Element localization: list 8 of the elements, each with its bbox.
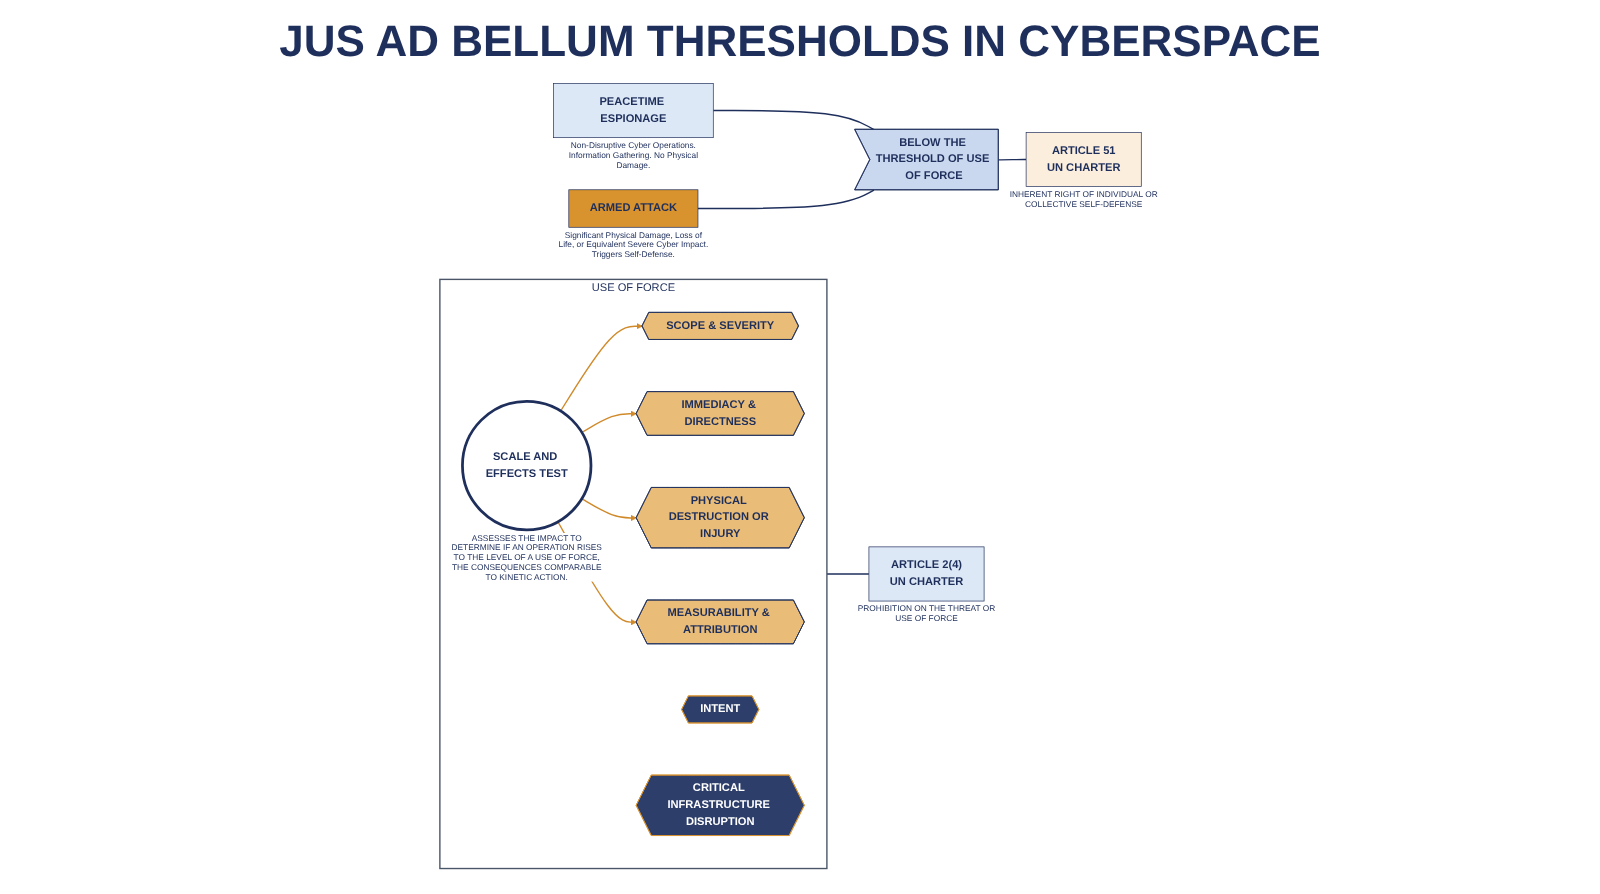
connector <box>997 158 1027 161</box>
connector <box>697 189 875 210</box>
diagram-title: JUS AD BELLUM THRESHOLDS IN CYBERSPACE <box>277 16 1323 68</box>
connector <box>826 573 870 575</box>
connector <box>712 109 875 131</box>
arrow <box>559 323 643 412</box>
arrow <box>581 497 637 521</box>
arrow <box>581 410 637 434</box>
